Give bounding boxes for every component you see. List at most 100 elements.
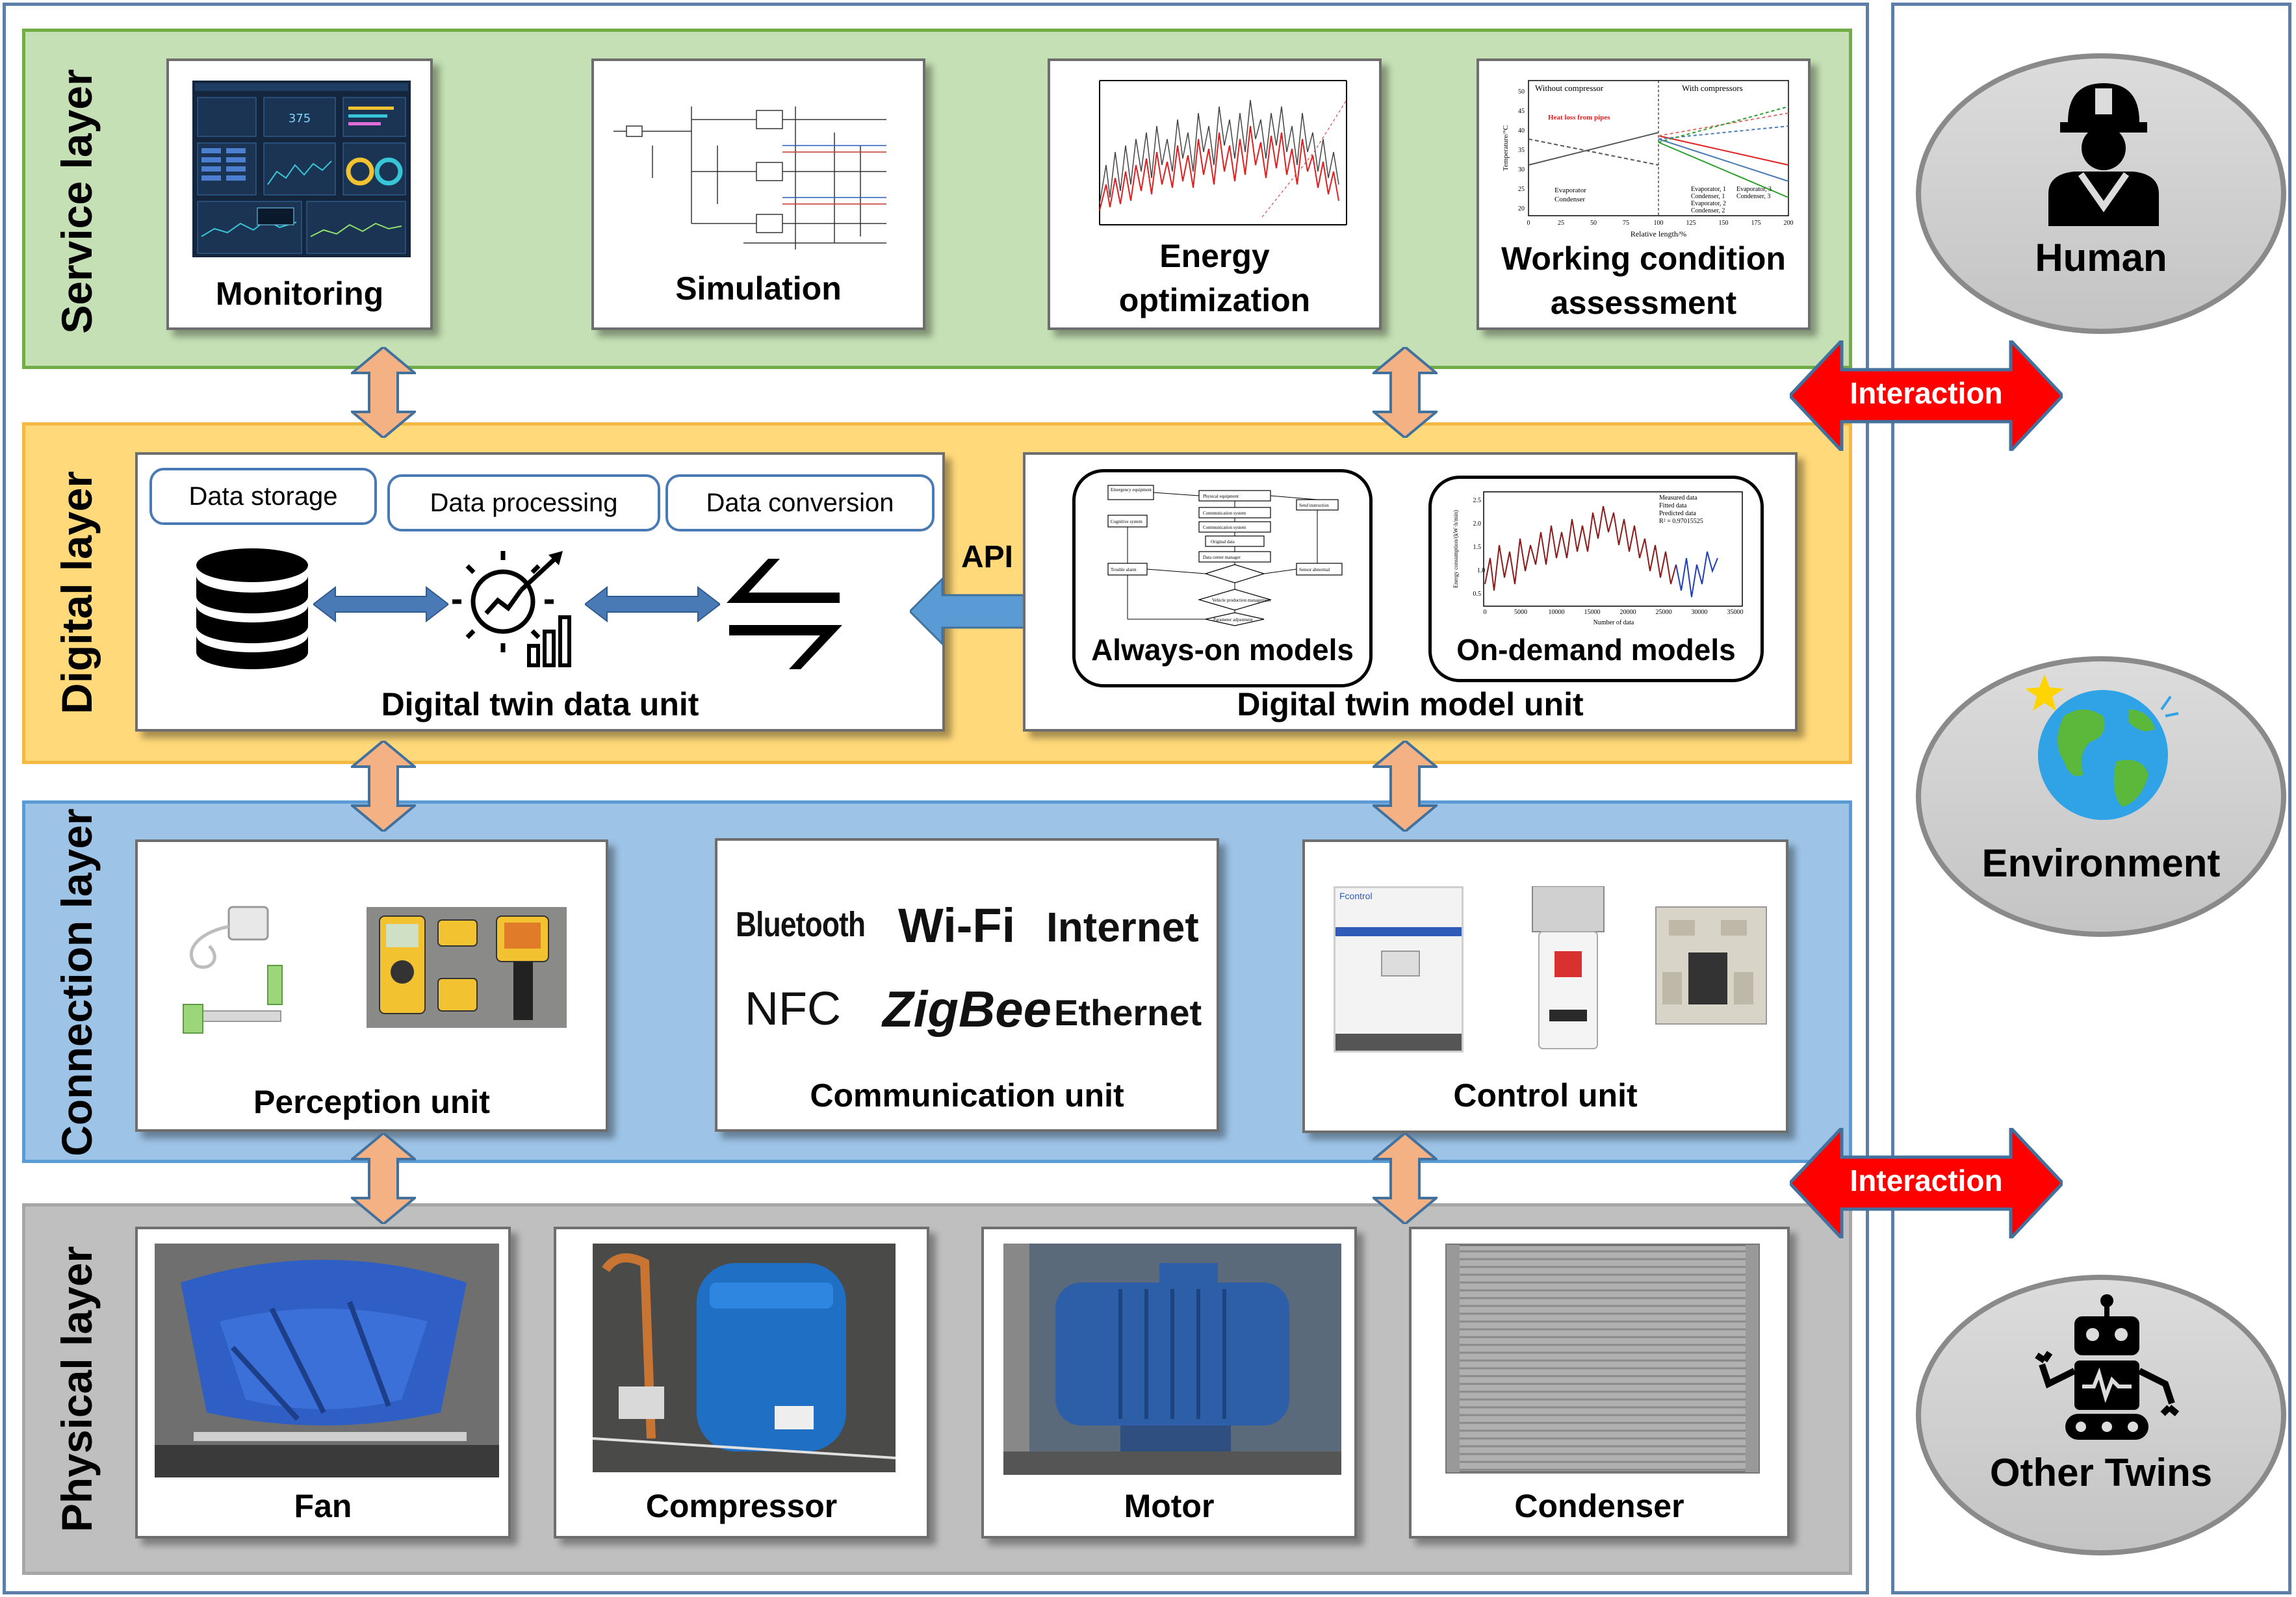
circuit-breaker-image xyxy=(1532,886,1605,1049)
simulation-label: Simulation xyxy=(675,270,842,307)
ethernet-label: Ethernet xyxy=(1054,992,1202,1033)
always-on-models-box: Emergency equipment Physical equipment C… xyxy=(1072,469,1373,687)
chart-label-with: With compressors xyxy=(1682,83,1743,93)
controller-cabinet-image: Fcontrol xyxy=(1334,886,1464,1053)
xtick: 0 xyxy=(1527,220,1530,227)
od-ytick: 0.5 xyxy=(1473,591,1482,598)
simulation-schematic-thumbnail xyxy=(613,81,906,275)
conversion-icon xyxy=(727,559,842,669)
working-condition-card: Without compressor With compressors Heat… xyxy=(1477,58,1811,330)
xtick: 100 xyxy=(1654,220,1664,227)
data-conversion-pill: Data conversion xyxy=(665,474,935,531)
controller-display xyxy=(1381,951,1420,977)
on-demand-models-box: Measured data Fitted data Predicted data… xyxy=(1428,476,1764,682)
ytick: 20 xyxy=(1518,205,1525,212)
compressor-label: Compressor xyxy=(645,1488,838,1524)
model-unit-label: Digital twin model unit xyxy=(1237,686,1584,722)
chart-label-without: Without compressor xyxy=(1535,83,1604,93)
physical-layer-label: Physical layer xyxy=(53,1246,101,1533)
od-xtick: 25000 xyxy=(1656,609,1672,616)
energy-optimization-chart-thumbnail xyxy=(1067,74,1367,244)
flow-node: Trouble alarm xyxy=(1111,567,1137,572)
service-digital-arrow-left xyxy=(351,347,416,438)
chart-xlabel: Relative length/% xyxy=(1631,229,1686,238)
flow-node: Data center manager xyxy=(1203,555,1241,560)
xtick: 75 xyxy=(1623,220,1629,227)
energy-optimization-card: Energy optimization xyxy=(1048,58,1382,330)
energy-chart xyxy=(1099,80,1347,225)
service-digital-arrow-right xyxy=(1373,347,1438,438)
flow-node: Send instruction xyxy=(1299,503,1329,508)
monitoring-label: Monitoring xyxy=(215,275,384,312)
od-ytick: 2.5 xyxy=(1473,497,1482,504)
gear-analytics-icon xyxy=(452,551,571,667)
data-processing-pill: Data processing xyxy=(387,474,660,531)
environment-label: Environment xyxy=(1981,841,2221,885)
api-label: API xyxy=(961,540,1013,574)
flow-node: Communication system xyxy=(1203,511,1246,516)
od-xtick: 20000 xyxy=(1620,609,1636,616)
energy-optimization-label-2: optimization xyxy=(1118,282,1311,318)
od-xtick: 15000 xyxy=(1584,609,1601,616)
od-xtick: 10000 xyxy=(1549,609,1565,616)
flow-node: Vehicle production management xyxy=(1212,598,1271,603)
xtick: 125 xyxy=(1686,220,1696,227)
flow-node: Physical equipment xyxy=(1203,494,1239,499)
ytick: 40 xyxy=(1518,127,1525,134)
nfc-logo: NFC xyxy=(745,983,841,1035)
dashboard-value: 375 xyxy=(289,112,311,125)
od-ylabel: Energy consumption/(kW·h/min) xyxy=(1452,510,1459,588)
monitoring-card: 375 Monitoring xyxy=(166,58,433,330)
interaction-arrow-top xyxy=(1790,340,2063,451)
perception-unit-label: Perception unit xyxy=(253,1084,490,1120)
legend-right-4: Evaporator, 3 xyxy=(1736,186,1772,193)
flow-node: Cognitive system xyxy=(1111,519,1142,524)
xtick: 50 xyxy=(1590,220,1597,227)
compressor-card: Compressor xyxy=(554,1227,929,1539)
controller-brand: Fcontrol xyxy=(1339,891,1373,901)
xtick: 175 xyxy=(1751,220,1761,227)
flow-node: Emergency equipment xyxy=(1111,487,1152,492)
condenser-card: Condenser xyxy=(1409,1227,1790,1539)
meters-graphic xyxy=(379,915,549,1020)
other-twins-node: Other Twins xyxy=(1916,1275,2286,1555)
robot-icon xyxy=(2035,1294,2180,1440)
xtick: 25 xyxy=(1558,220,1564,227)
connection-layer-label: Connection layer xyxy=(53,808,101,1156)
connection-physical-arrow-right xyxy=(1373,1133,1438,1224)
connection-physical-arrow-left xyxy=(351,1133,416,1224)
zigbee-logo: ZigBee xyxy=(883,980,1052,1038)
legend-right-1: Condenser, 1 xyxy=(1691,193,1725,200)
internet-label: Internet xyxy=(1046,904,1199,951)
chart-ylabel: Temperature/°C xyxy=(1502,125,1510,171)
od-xtick: 35000 xyxy=(1727,609,1744,616)
environment-node: Environment xyxy=(1916,656,2286,937)
ytick: 35 xyxy=(1518,147,1525,154)
other-twins-label: Other Twins xyxy=(1989,1451,2213,1494)
legend-right-5: Condenser, 3 xyxy=(1736,193,1770,200)
communication-unit-label: Communication unit xyxy=(810,1077,1124,1114)
working-condition-chart: Without compressor With compressors Heat… xyxy=(1502,80,1794,238)
legend-left-0: Evaporator xyxy=(1554,186,1586,194)
motor-label: Motor xyxy=(1124,1488,1215,1524)
human-label: Human xyxy=(2035,236,2167,279)
flow-node: Parameter adjustment xyxy=(1213,617,1253,622)
od-xtick: 30000 xyxy=(1692,609,1708,616)
storage-processing-arrow xyxy=(313,585,448,623)
bluetooth-logo: Bluetooth xyxy=(736,905,866,944)
fan-label: Fan xyxy=(294,1488,352,1524)
chart-annotation: Heat loss from pipes xyxy=(1548,114,1610,121)
fan-card: Fan xyxy=(135,1227,511,1539)
controller-blue-panel xyxy=(1335,927,1462,936)
fan-photo xyxy=(155,1244,499,1477)
flow-node: Sensor abnormal xyxy=(1299,567,1330,572)
od-xtick: 5000 xyxy=(1514,609,1527,616)
od-ytick: 1.0 xyxy=(1477,567,1486,574)
interaction-label-top: Interaction xyxy=(1850,376,2003,410)
od-legend-2: Predicted data xyxy=(1659,510,1696,517)
od-legend-1: Fitted data xyxy=(1659,502,1687,509)
simulation-schematic xyxy=(613,107,886,249)
data-storage-pill: Data storage xyxy=(149,468,377,525)
compressor-photo xyxy=(593,1244,896,1472)
legend-right-0: Evaporator, 1 xyxy=(1691,186,1726,193)
